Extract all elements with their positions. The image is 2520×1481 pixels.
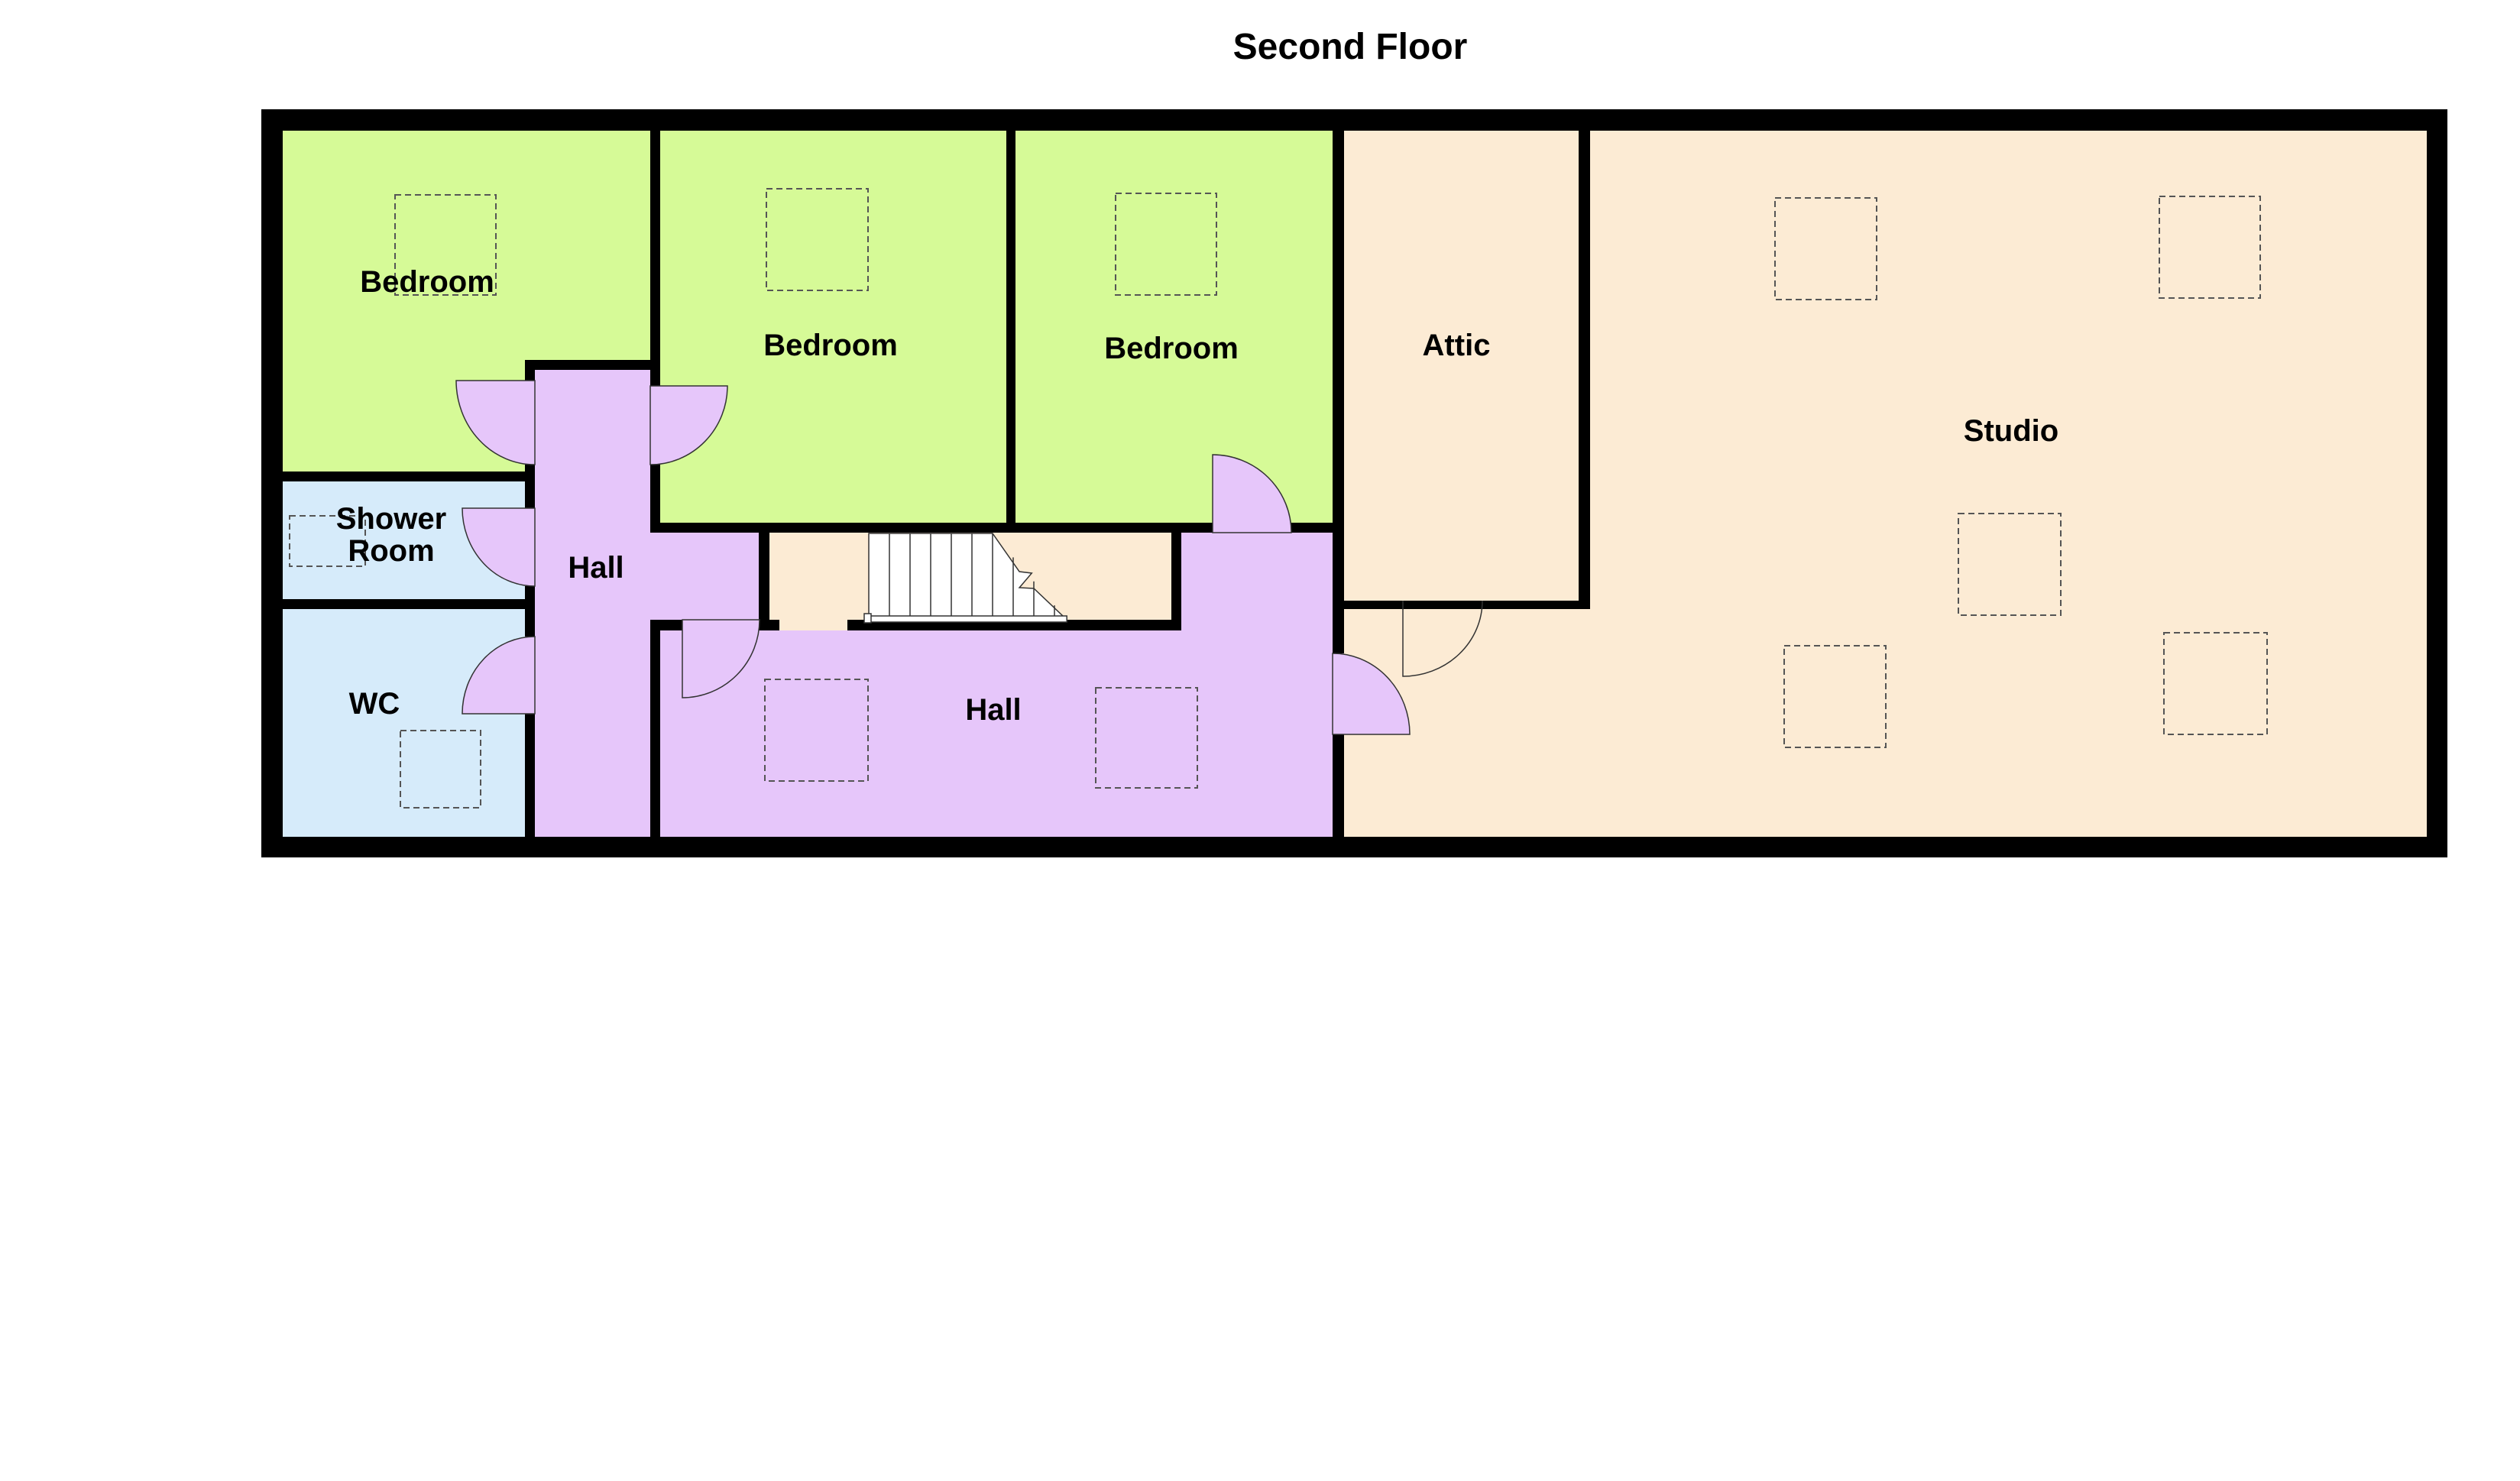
door-bedroom-3[interactable] bbox=[1212, 454, 1292, 533]
stair-handrail bbox=[868, 615, 1067, 623]
skylight-studio bbox=[2163, 632, 2268, 735]
skylight-hall-2 bbox=[764, 679, 869, 782]
label-studio: Studio bbox=[1964, 414, 2058, 448]
label-shower-room: Shower bbox=[336, 502, 446, 536]
skylight-studio bbox=[2159, 196, 2261, 299]
label-bedroom-2: Bedroom bbox=[763, 329, 898, 362]
skylight-hall-2 bbox=[1095, 687, 1198, 789]
skylight-studio bbox=[1958, 513, 2062, 616]
room-hall-2[interactable] bbox=[660, 533, 1333, 837]
door-shower-room[interactable] bbox=[462, 507, 536, 587]
label-attic: Attic bbox=[1423, 329, 1491, 362]
room-attic[interactable] bbox=[1344, 131, 1579, 601]
label-hall-2: Hall bbox=[965, 693, 1021, 727]
door-bedroom-2[interactable] bbox=[649, 385, 728, 465]
skylight-bedroom-3 bbox=[1115, 193, 1217, 296]
skylight-wc bbox=[400, 730, 481, 809]
door-hall-link[interactable] bbox=[682, 619, 760, 698]
skylight-studio bbox=[1774, 197, 1877, 300]
skylight-bedroom-1 bbox=[394, 194, 497, 296]
label-bedroom-3: Bedroom bbox=[1104, 332, 1239, 365]
door-bedroom-1[interactable] bbox=[455, 380, 536, 465]
room-bedroom-3[interactable] bbox=[1015, 131, 1333, 523]
label-bedroom-1: Bedroom bbox=[360, 265, 494, 299]
stair-closet-gap bbox=[779, 620, 847, 630]
door-attic[interactable] bbox=[1402, 600, 1483, 677]
door-wc[interactable] bbox=[462, 636, 536, 715]
room-hall-1[interactable] bbox=[535, 370, 759, 837]
room-bedroom-2[interactable] bbox=[660, 131, 1006, 523]
door-studio[interactable] bbox=[1332, 653, 1411, 735]
label-hall-1: Hall bbox=[568, 551, 624, 585]
skylight-studio bbox=[1783, 645, 1887, 748]
skylight-shower-room bbox=[289, 515, 366, 567]
skylight-bedroom-2 bbox=[766, 188, 869, 291]
label-wc: WC bbox=[349, 687, 400, 721]
label-shower-room-line2: Room bbox=[348, 534, 434, 568]
floor-title: Second Floor bbox=[1232, 27, 1468, 67]
room-studio[interactable] bbox=[1344, 131, 2427, 837]
newel-post bbox=[863, 613, 872, 624]
room-wc[interactable] bbox=[283, 609, 525, 837]
staircase[interactable] bbox=[863, 533, 1069, 624]
